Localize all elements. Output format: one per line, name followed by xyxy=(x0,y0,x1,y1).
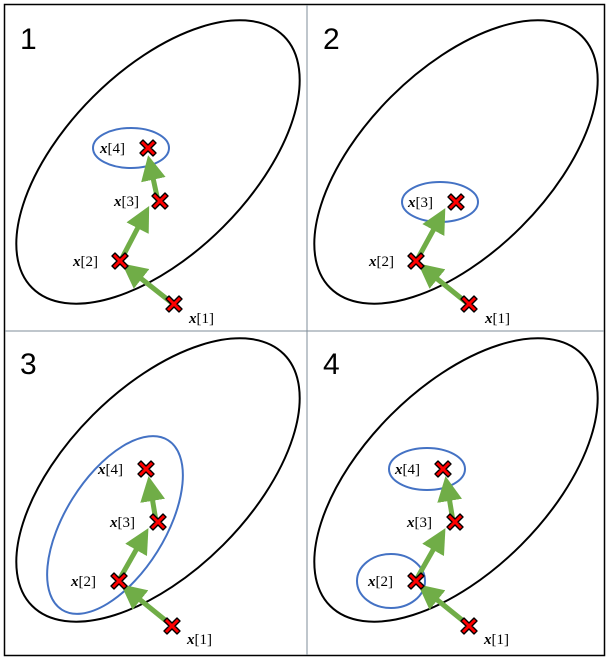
label-x1: x[1] xyxy=(484,311,510,327)
label-symbol: x xyxy=(109,515,118,531)
label-index: [2] xyxy=(377,254,395,270)
panel-4: 4 x[1] x[2] x[3] x[4] xyxy=(313,337,599,648)
label-x3: x[3] xyxy=(109,515,135,531)
label-x2: x[2] xyxy=(367,574,393,590)
label-index: [1] xyxy=(197,311,215,327)
step-arrow xyxy=(140,476,165,522)
label-index: [1] xyxy=(492,632,510,648)
outer-frame xyxy=(3,3,606,657)
panel-number: 3 xyxy=(20,348,37,381)
label-x4: x[4] xyxy=(97,462,123,478)
highlight-circle xyxy=(388,447,466,491)
label-symbol: x xyxy=(70,574,79,590)
label-symbol: x xyxy=(368,254,377,270)
confidence-ellipse xyxy=(15,337,301,623)
confidence-ellipse xyxy=(15,19,301,305)
highlight-circle xyxy=(92,127,170,169)
label-symbol: x xyxy=(97,462,106,478)
step-arrow xyxy=(413,528,446,582)
label-x3: x[3] xyxy=(113,194,139,210)
label-x2: x[2] xyxy=(72,254,98,270)
state-marker xyxy=(111,252,129,270)
label-symbol: x xyxy=(99,141,108,157)
label-index: [4] xyxy=(108,141,126,157)
label-index: [3] xyxy=(118,515,136,531)
step-arrow xyxy=(418,584,469,626)
label-symbol: x xyxy=(484,311,493,327)
label-index: [3] xyxy=(415,515,433,531)
label-x4: x[4] xyxy=(394,462,420,478)
state-marker xyxy=(434,460,452,478)
step-arrow xyxy=(121,263,174,305)
state-marker xyxy=(407,252,425,270)
confidence-ellipse xyxy=(313,19,599,305)
label-symbol: x xyxy=(113,194,122,210)
label-symbol: x xyxy=(394,462,403,478)
state-marker xyxy=(163,617,181,635)
label-symbol: x xyxy=(407,195,416,211)
label-x1: x[1] xyxy=(483,632,509,648)
highlight-ellipse xyxy=(46,435,184,615)
panel-number: 4 xyxy=(323,348,340,381)
label-symbol: x xyxy=(188,311,197,327)
label-x3: x[3] xyxy=(407,195,433,211)
state-marker xyxy=(139,139,157,157)
label-x1: x[1] xyxy=(188,311,214,327)
label-x4: x[4] xyxy=(99,141,125,157)
step-arrow xyxy=(418,263,469,305)
state-marker xyxy=(447,193,465,211)
label-index: [1] xyxy=(195,632,213,648)
label-x2: x[2] xyxy=(368,254,394,270)
state-marker xyxy=(460,617,478,635)
step-arrow xyxy=(121,584,172,626)
state-marker xyxy=(460,295,478,313)
label-x2: x[2] xyxy=(70,574,96,590)
label-index: [3] xyxy=(122,194,140,210)
label-x3: x[3] xyxy=(406,515,432,531)
step-arrow xyxy=(116,528,149,582)
state-marker xyxy=(446,513,464,531)
label-symbol: x xyxy=(367,574,376,590)
label-index: [3] xyxy=(416,195,434,211)
label-symbol: x xyxy=(406,515,415,531)
state-marker xyxy=(151,192,169,210)
state-marker xyxy=(165,295,183,313)
label-index: [1] xyxy=(493,311,511,327)
state-marker xyxy=(149,513,167,531)
panel-number: 2 xyxy=(323,23,340,56)
label-index: [4] xyxy=(403,462,421,478)
panel-number: 1 xyxy=(20,23,37,56)
label-symbol: x xyxy=(72,254,81,270)
panel-3: 3 x[1] x[2] x[3] x[4] xyxy=(15,337,301,648)
label-index: [2] xyxy=(376,574,394,590)
state-marker xyxy=(137,460,155,478)
label-index: [2] xyxy=(79,574,97,590)
step-arrow xyxy=(437,476,462,522)
panel-1: 1 x[1] x[2] x[3] x[4] xyxy=(15,19,301,327)
confidence-ellipse xyxy=(313,337,599,623)
panel-2: 2 x[1] x[2] x[3] xyxy=(313,19,599,327)
highlight-circle xyxy=(356,553,426,609)
label-index: [4] xyxy=(106,462,124,478)
label-symbol: x xyxy=(186,632,195,648)
label-x1: x[1] xyxy=(186,632,212,648)
label-symbol: x xyxy=(483,632,492,648)
label-index: [2] xyxy=(81,254,99,270)
